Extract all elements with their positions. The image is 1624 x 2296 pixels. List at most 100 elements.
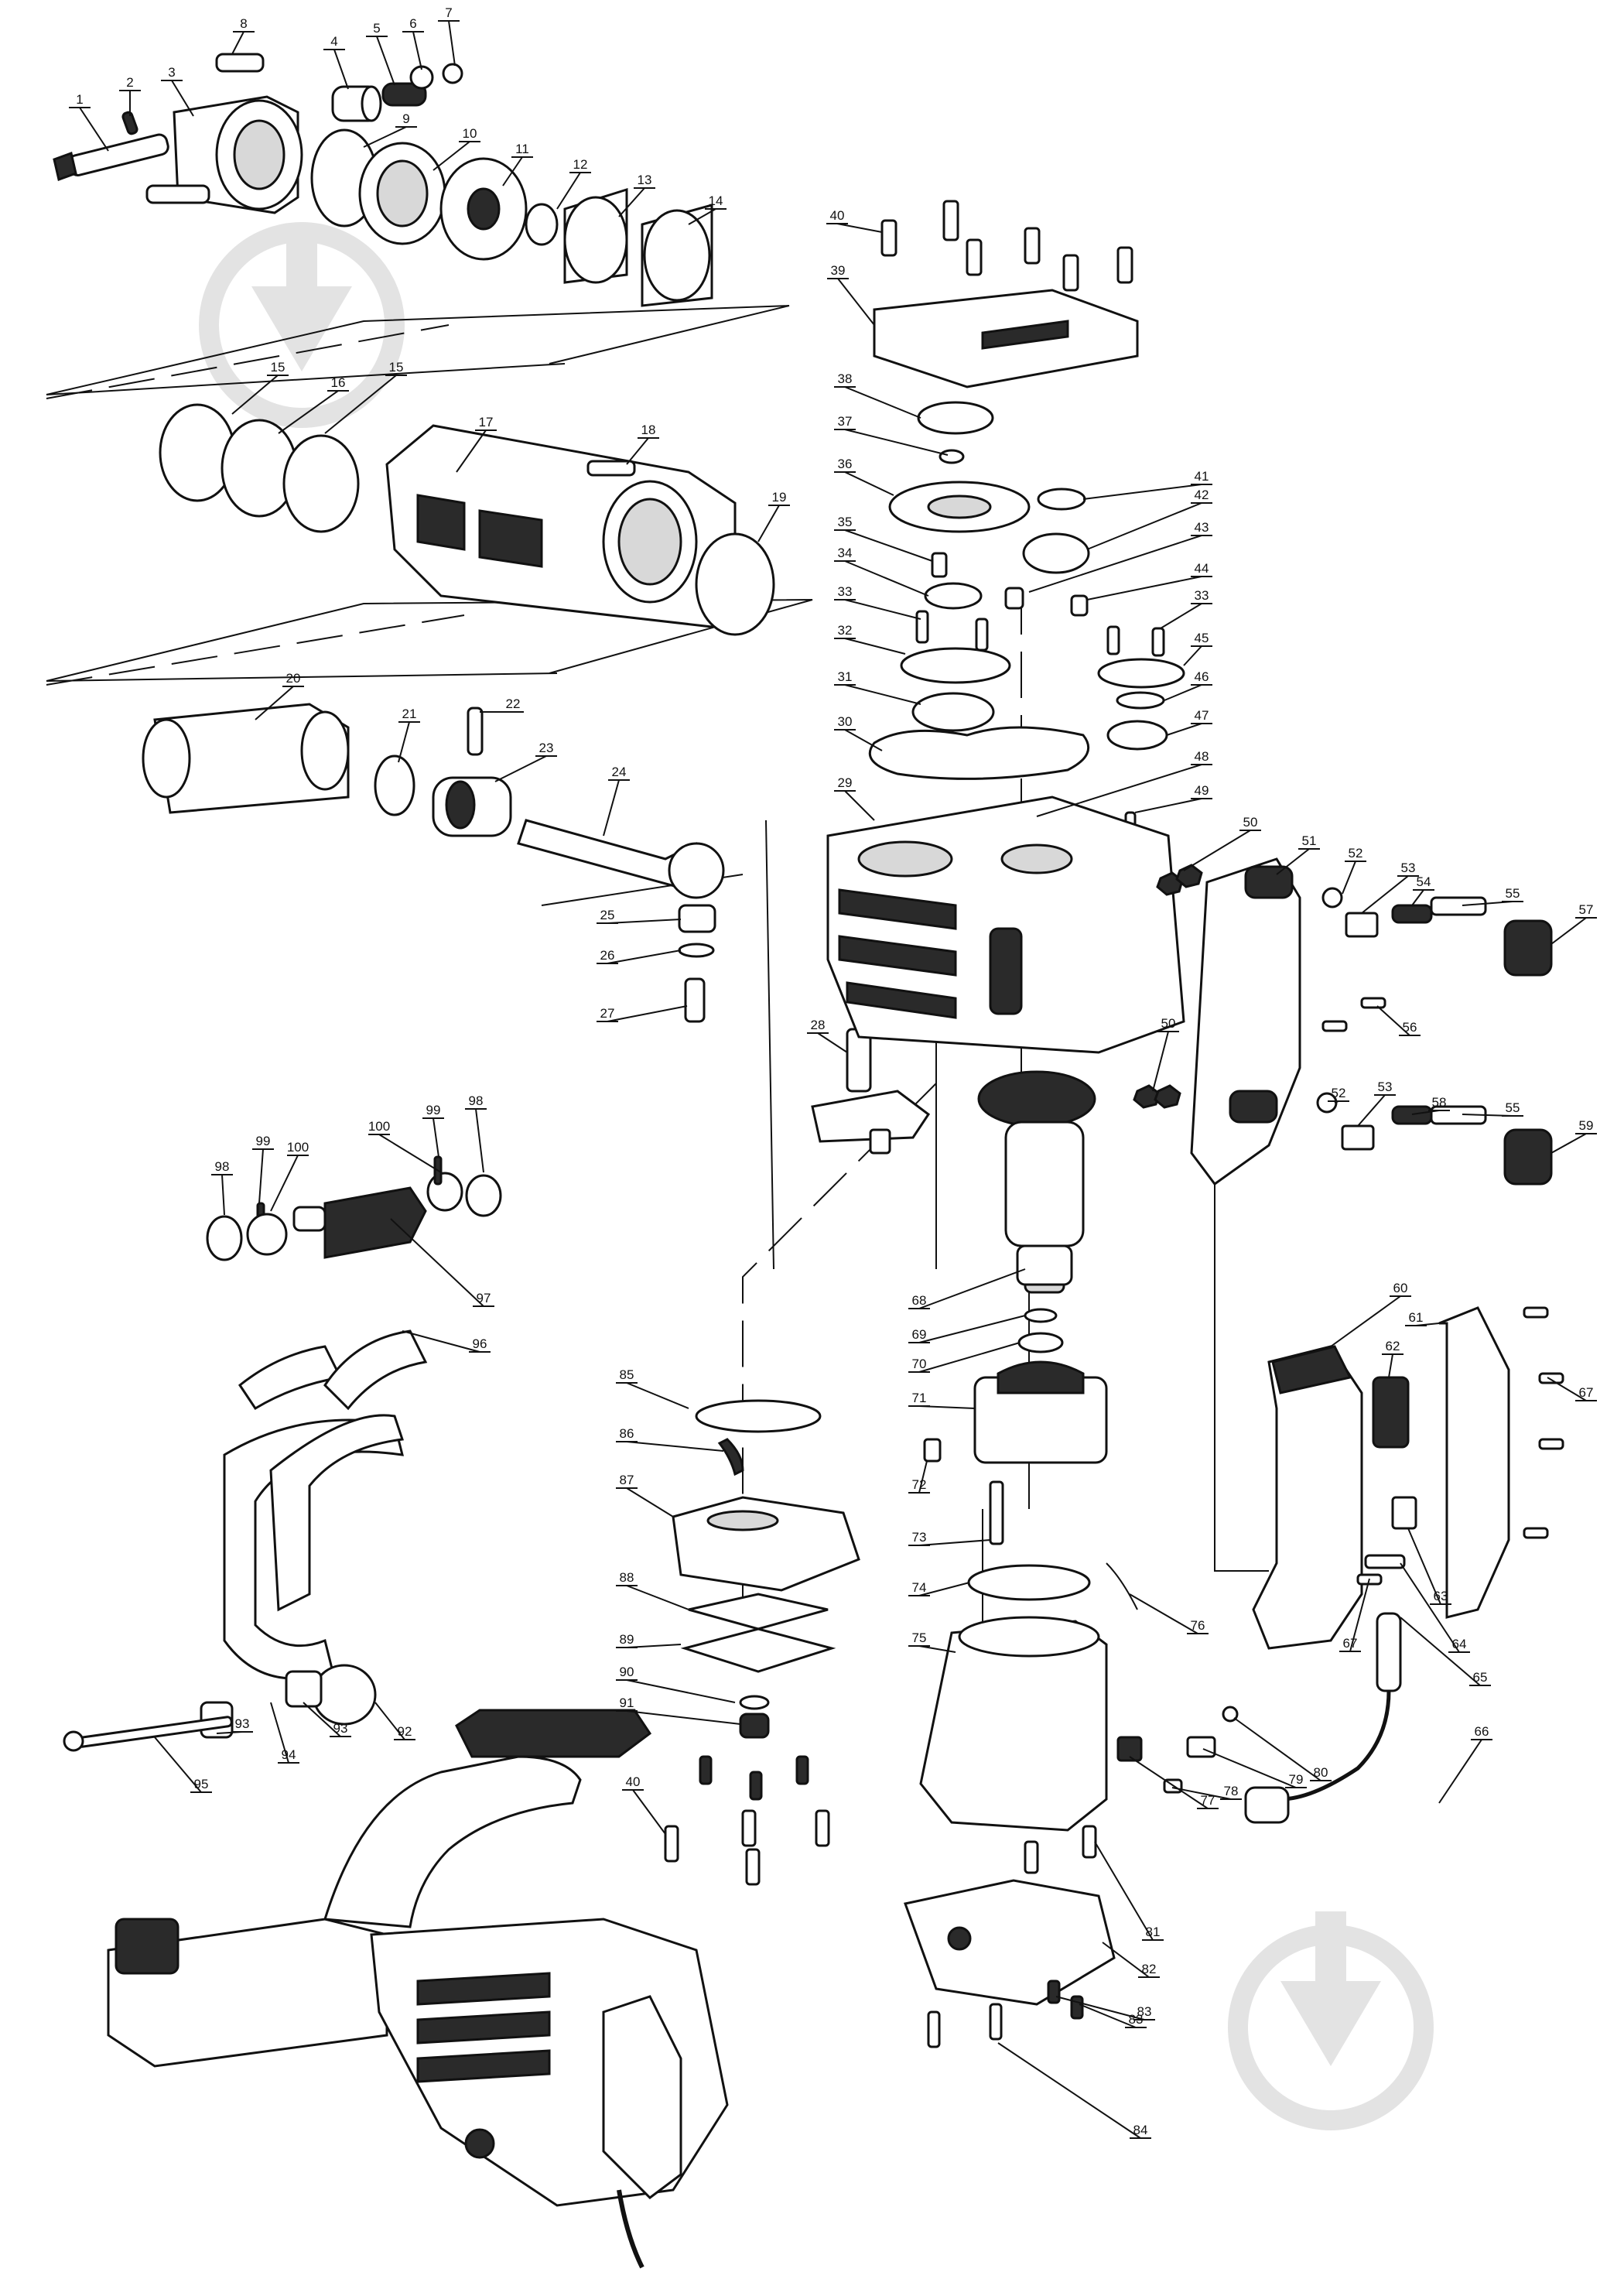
leader-line-63 — [1407, 1528, 1441, 1605]
part-18-screw — [586, 460, 636, 477]
callout-label-55: 55 — [1506, 886, 1520, 901]
callout-label-70: 70 — [912, 1357, 927, 1371]
callout-label-68: 68 — [912, 1293, 927, 1308]
leader-line-21 — [398, 721, 410, 763]
part-14-sleeve — [641, 204, 713, 307]
leader-line-73 — [918, 1539, 991, 1546]
callout-32: 32 — [834, 623, 906, 655]
part-20-cylinder — [142, 703, 350, 814]
callout-label-23: 23 — [539, 741, 554, 755]
leader-line-44 — [1086, 576, 1202, 601]
leader-line-57 — [1550, 917, 1587, 945]
callout-95: 95 — [154, 1737, 212, 1793]
callout-97: 97 — [390, 1218, 494, 1307]
leader-line-37 — [844, 429, 949, 456]
callout-label-38: 38 — [838, 371, 853, 386]
callout-label-63: 63 — [1434, 1589, 1448, 1603]
callout-20: 20 — [255, 671, 304, 720]
callout-23: 23 — [494, 741, 557, 782]
leader-line-100 — [270, 1155, 299, 1212]
callout-label-53: 53 — [1378, 1080, 1393, 1094]
part-62-switch — [1372, 1376, 1410, 1449]
leader-line-79 — [1202, 1748, 1297, 1788]
assembled-hammer-illustration — [107, 1709, 729, 2269]
leader-line-33 — [1160, 603, 1202, 629]
part-97-aux-grip — [292, 1186, 427, 1259]
part-70-bearing — [1017, 1332, 1064, 1353]
part-87-bottom-cover — [672, 1496, 860, 1592]
part-15-ring-right — [282, 434, 360, 533]
leader-line-10 — [432, 141, 470, 171]
part-89-plate — [680, 1627, 836, 1673]
leader-line-92 — [374, 1702, 405, 1740]
part-10-bushing — [358, 142, 446, 245]
leader-line-4 — [333, 49, 349, 90]
leader-line-43 — [1028, 535, 1202, 593]
leader-line-29 — [844, 790, 875, 821]
callout-67: 67 — [1339, 1578, 1370, 1652]
part-13-sleeve — [563, 187, 628, 284]
callout-5: 5 — [366, 21, 395, 86]
callout-label-10: 10 — [463, 126, 477, 141]
callout-label-21: 21 — [402, 707, 417, 721]
callout-52: 52 — [1328, 1086, 1349, 1104]
part-53-bracket-lower — [1341, 1124, 1375, 1151]
part-7-ring — [442, 63, 463, 84]
callout-label-66: 66 — [1475, 1724, 1489, 1739]
callout-55: 55 — [1462, 1100, 1523, 1117]
callout-label-74: 74 — [912, 1580, 927, 1595]
part-64-clamp — [1364, 1554, 1406, 1569]
leader-line-93 — [303, 1702, 341, 1737]
callout-34: 34 — [834, 546, 929, 597]
callout-100: 100 — [368, 1119, 442, 1173]
part-2-pin — [121, 111, 138, 135]
part-65-cable-sleeve — [1376, 1612, 1402, 1692]
callout-28: 28 — [807, 1018, 848, 1053]
part-1-shank — [53, 133, 169, 181]
part-68-commutator — [1016, 1244, 1073, 1286]
callout-22: 22 — [480, 696, 524, 713]
part-57-damper-upper — [1503, 919, 1553, 977]
callout-label-80: 80 — [1314, 1765, 1328, 1780]
aux-handle-band — [223, 1414, 405, 1680]
callout-label-31: 31 — [838, 669, 853, 684]
part-26-washer — [678, 943, 715, 958]
callout-label-98: 98 — [215, 1159, 230, 1174]
part-79-brush — [1186, 1736, 1216, 1758]
callout-19: 19 — [757, 490, 790, 542]
leader-line-26 — [607, 950, 682, 964]
leader-line-11 — [502, 156, 523, 186]
leader-line-84 — [997, 2042, 1141, 2139]
leader-line-65 — [1400, 1617, 1481, 1686]
leader-line-14 — [688, 208, 716, 225]
callout-33: 33 — [1160, 588, 1212, 629]
part-36-gear — [888, 481, 1031, 533]
callout-label-9: 9 — [402, 111, 409, 126]
part-53-bracket-upper — [1345, 912, 1379, 938]
callout-87: 87 — [616, 1473, 674, 1518]
leader-line-69 — [918, 1315, 1026, 1343]
callout-68: 68 — [908, 1268, 1026, 1309]
callout-99: 99 — [252, 1134, 274, 1204]
callout-6: 6 — [402, 16, 424, 70]
callout-13: 13 — [618, 173, 655, 217]
callout-91: 91 — [616, 1695, 741, 1725]
leader-line-25 — [607, 919, 682, 924]
callout-75: 75 — [908, 1630, 956, 1653]
leader-line-31 — [844, 684, 921, 705]
callout-67: 67 — [1547, 1377, 1597, 1401]
callout-16: 16 — [278, 375, 349, 434]
part-44-screw — [1070, 594, 1089, 617]
callout-label-84: 84 — [1133, 2123, 1148, 2137]
leader-line-85 — [626, 1382, 689, 1409]
callout-label-45: 45 — [1195, 631, 1209, 645]
leader-line-30 — [844, 729, 883, 751]
callout-label-33: 33 — [838, 584, 853, 599]
part-40-screws-bottom — [664, 1809, 830, 1886]
callout-label-78: 78 — [1224, 1784, 1239, 1798]
part-76-cable — [1106, 1562, 1138, 1610]
leader-line-39 — [837, 278, 875, 326]
callout-label-41: 41 — [1195, 469, 1209, 484]
callout-92: 92 — [374, 1702, 415, 1740]
part-82-rear-cover — [904, 1879, 1116, 2006]
